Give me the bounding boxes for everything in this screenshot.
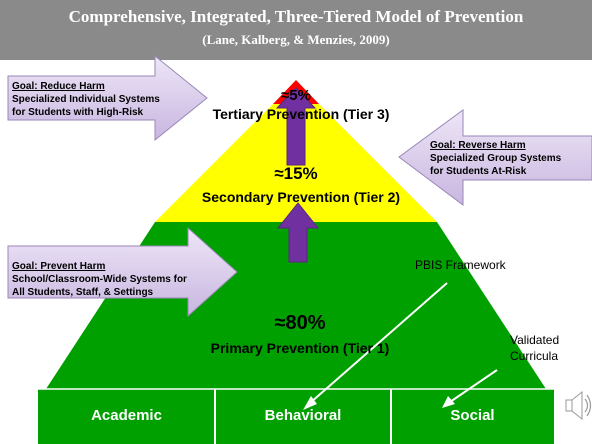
tier-1-label: Primary Prevention (Tier 1) (210, 340, 390, 356)
tier-3-label: Tertiary Prevention (Tier 3) (212, 106, 390, 122)
validated-label: Validated (510, 333, 560, 347)
title-bar (0, 0, 592, 60)
validated-pointer-head (442, 396, 455, 408)
goal-prevent-harm-line-1: School/Classroom-Wide Systems for (12, 274, 187, 285)
up-arrow-tier-2 (276, 202, 320, 263)
base-bar-academic: Academic (91, 407, 162, 424)
pbis-pointer-line (309, 282, 448, 404)
slide-title: Comprehensive, Integrated, Three-Tiered … (68, 7, 524, 26)
curricula-label: Curricula (510, 349, 559, 363)
speaker-icon[interactable] (565, 390, 592, 421)
goal-reverse-harm-callout (398, 109, 592, 206)
goal-prevent-harm-line-2: All Students, Staff, & Settings (12, 287, 154, 298)
goal-prevent-harm-callout (7, 226, 238, 318)
goal-prevent-harm-text: Goal: Prevent Harm School/Classroom-Wide… (12, 260, 212, 299)
goal-reduce-harm-text: Goal: Reduce Harm Specialized Individual… (12, 80, 197, 119)
goal-reduce-harm-callout (7, 54, 208, 142)
pbis-pointer-head (303, 396, 317, 410)
base-bar-behavioral: Behavioral (264, 407, 342, 424)
pbis-framework-label: PBIS Framework (415, 258, 506, 272)
goal-reverse-harm-text: Goal: Reverse Harm Specialized Group Sys… (430, 139, 592, 178)
goal-reverse-harm-heading: Goal: Reverse Harm (430, 140, 526, 151)
slide-subtitle: (Lane, Kalberg, & Menzies, 2009) (202, 32, 390, 47)
goal-reverse-harm-line-1: Specialized Group Systems (430, 153, 562, 164)
goal-prevent-harm-heading: Goal: Prevent Harm (12, 261, 106, 272)
goal-reduce-harm-heading: Goal: Reduce Harm (12, 81, 105, 92)
base-bar-social: Social (450, 407, 495, 424)
goal-reduce-harm-line-1: Specialized Individual Systems (12, 94, 160, 105)
validated-pointer-line (449, 369, 498, 403)
tier-3-percent: ≈5% (281, 87, 311, 104)
tier-2-percent: ≈15% (274, 164, 318, 183)
tier-1-percent: ≈80% (274, 312, 326, 334)
tier-2-label: Secondary Prevention (Tier 2) (201, 189, 401, 205)
goal-reduce-harm-line-2: for Students with High-Risk (12, 107, 144, 118)
up-arrow-tier-3 (275, 87, 317, 166)
base-bar-background (38, 389, 554, 444)
goal-reverse-harm-line-2: for Students At-Risk (430, 166, 527, 177)
